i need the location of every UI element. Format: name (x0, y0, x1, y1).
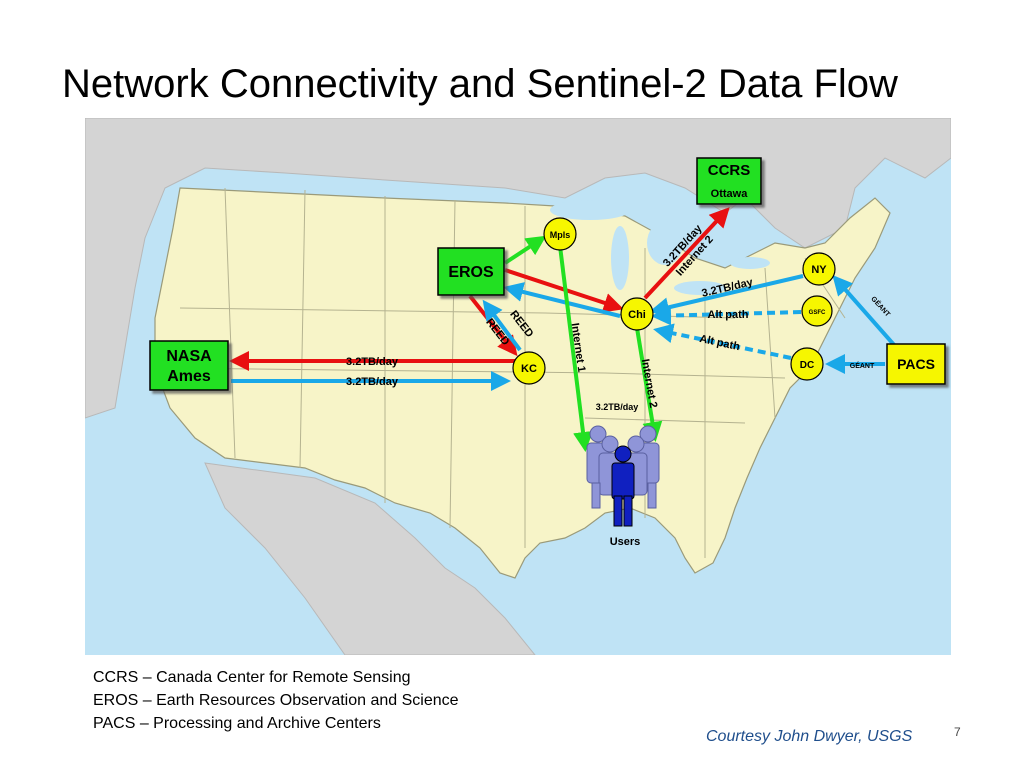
arrow-ny-to-chi (649, 274, 804, 318)
arrow-gsfc-to-chi-alt (651, 305, 802, 326)
acronym-legend: CCRS – Canada Center for Remote Sensing … (93, 666, 459, 735)
link-label-alt-path-1: Alt path (708, 309, 749, 321)
arrow-dc-to-chi-alt (653, 323, 792, 360)
node-dc (790, 347, 824, 381)
node-nasa-label-2: Ames (167, 368, 211, 385)
arrow-eros-to-chi (504, 268, 624, 313)
mexico-land (204, 462, 536, 655)
node-kc (512, 351, 546, 385)
node-ccrs-label: CCRS (708, 162, 751, 179)
node-eros (437, 247, 505, 296)
page-number: 7 (954, 725, 961, 739)
lake-ontario (730, 257, 770, 269)
node-ccrs (696, 157, 762, 205)
node-eros-label: EROS (448, 264, 494, 281)
users-icon (586, 425, 660, 527)
node-mpls (543, 217, 577, 251)
node-chi (620, 297, 654, 331)
arrow-eros-to-kc (468, 294, 518, 357)
arrow-eros-to-mpls (503, 235, 547, 265)
node-pacs-label: PACS (897, 356, 935, 372)
arrow-chi-to-users (635, 327, 663, 442)
node-mpls-label: Mpls (550, 230, 571, 240)
node-gsfc-label: GSFC (809, 310, 826, 316)
node-dc-label: DC (800, 360, 814, 371)
node-gsfc (801, 295, 833, 327)
link-label-users-rate: 3.2TB/day (596, 402, 639, 412)
network-map: CCRS Ottawa EROS NASA Ames PACS Mpls Chi… (85, 118, 951, 655)
users-label: Users (610, 536, 641, 548)
node-pacs (886, 343, 946, 385)
legend-item: PACS – Processing and Archive Centers (93, 715, 381, 732)
node-ccrs-sublabel: Ottawa (711, 188, 749, 200)
node-ny-label: NY (811, 264, 827, 276)
link-label-geant-2: GÉANT (850, 361, 875, 370)
arrow-chi-to-ccrs (643, 207, 730, 300)
legend-item: CCRS – Canada Center for Remote Sensing (93, 669, 411, 686)
arrow-pacs-to-ny (832, 275, 897, 348)
link-label-nasa-blue-rate: 3.2TB/day (346, 376, 399, 388)
image-credit: Courtesy John Dwyer, USGS (706, 728, 913, 745)
arrow-mpls-to-users (558, 245, 593, 452)
link-label-nasa-red-rate: 3.2TB/day (346, 356, 399, 368)
node-nasa (149, 340, 229, 391)
slide-title: Network Connectivity and Sentinel-2 Data… (62, 62, 898, 106)
arrow-kc-to-eros (482, 299, 522, 352)
lake-huron (647, 221, 683, 265)
node-nasa-label-1: NASA (166, 348, 212, 365)
arrow-chi-to-eros (503, 282, 621, 318)
node-kc-label: KC (521, 363, 537, 375)
node-ny (802, 252, 836, 286)
lake-erie (674, 281, 726, 295)
node-chi-label: Chi (628, 309, 646, 321)
lake-michigan (611, 226, 629, 290)
legend-item: EROS – Earth Resources Observation and S… (93, 692, 459, 709)
lake-superior (550, 200, 630, 220)
